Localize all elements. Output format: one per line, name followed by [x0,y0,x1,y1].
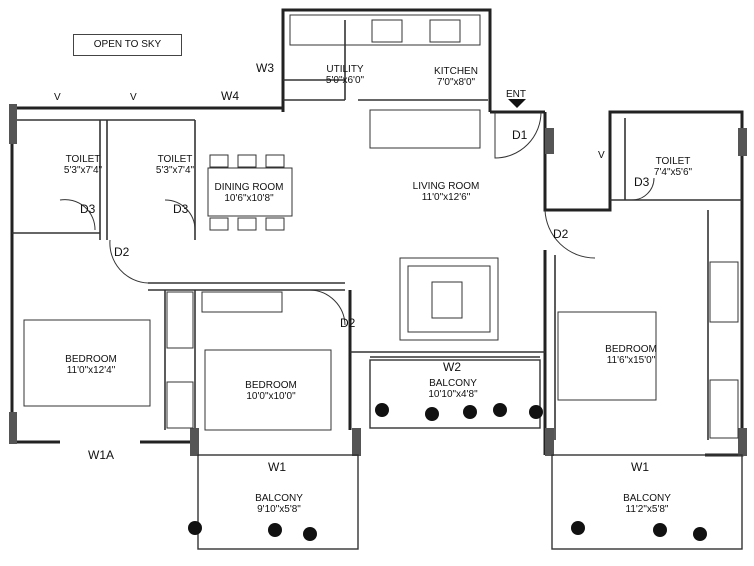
room-name: BALCONY [255,493,303,504]
label-balcony-left: BALCONY 9'10"x5'8" [250,493,308,515]
open-to-sky-label: OPEN TO SKY [73,34,182,56]
room-dimensions: 10'10"x4'8" [428,389,478,400]
label-bedroom-left: BEDROOM 11'0"x12'4" [60,354,122,376]
label-bedroom-right: BEDROOM 11'6"x15'0" [600,344,662,366]
room-name: BALCONY [429,378,477,389]
window-w1-right: W1 [631,460,649,474]
vent-v1: V [54,92,61,103]
vent-v3: V [598,150,605,161]
window-w2: W2 [443,360,461,374]
room-dimensions: 5'3"x7'4" [155,165,195,176]
door-swings [59,111,655,326]
label-living-room: LIVING ROOM 11'0"x12'6" [405,181,487,203]
label-balcony-middle: BALCONY 10'10"x4'8" [420,378,486,400]
room-name: LIVING ROOM [412,181,480,192]
door-d2-left: D2 [114,245,130,259]
window-w1-left: W1 [268,460,286,474]
wardrobes [166,261,739,439]
bed-outlines [23,311,657,431]
room-dimensions: 11'6"x15'0" [606,355,656,366]
label-kitchen: KITCHEN 7'0"x8'0" [428,66,484,88]
room-name: BEDROOM [245,380,297,391]
kitchen-counter [289,14,481,149]
interior-walls [12,20,742,452]
entrance-label: ENT [506,89,526,100]
room-dimensions: 5'3"x7'4" [63,165,103,176]
plant-pots [188,403,707,541]
room-name: TOILET [655,156,691,167]
room-name: TOILET [65,154,101,165]
label-utility: UTILITY 5'0"x6'0" [320,64,370,86]
room-dimensions: 7'4"x5'6" [653,167,693,178]
room-name: TOILET [157,154,193,165]
door-d3-right: D3 [634,175,650,189]
label-toilet-1: TOILET 5'3"x7'4" [58,154,108,176]
door-d2-middle: D2 [340,316,356,330]
room-dimensions: 10'0"x10'0" [246,391,296,402]
room-dimensions: 9'10"x5'8" [257,504,301,515]
room-dimensions: 5'0"x6'0" [325,75,365,86]
room-name: BALCONY [623,493,671,504]
entrance-arrow-icon [508,99,526,108]
label-dining-room: DINING ROOM 10'6"x10'8" [205,182,293,204]
dining-table [207,154,293,231]
door-d2-right: D2 [553,227,569,241]
wall-columns [9,104,747,456]
label-toilet-3: TOILET 7'4"x5'6" [648,156,698,178]
outer-walls [10,8,744,457]
label-bedroom-middle: BEDROOM 10'0"x10'0" [240,380,302,402]
room-dimensions: 11'2"x5'8" [625,504,669,515]
room-name: BEDROOM [605,344,657,355]
room-dimensions: 7'0"x8'0" [436,77,476,88]
room-dimensions: 11'0"x12'4" [66,365,116,376]
room-name: DINING ROOM [214,182,284,193]
window-w3: W3 [256,61,274,75]
window-w4: W4 [221,89,239,103]
living-room-rug [399,257,499,341]
room-dimensions: 11'0"x12'6" [421,192,471,203]
room-name: KITCHEN [434,66,478,77]
door-d3-middle: D3 [173,202,189,216]
window-w1a: W1A [88,448,115,462]
balconies [197,359,743,550]
room-name: UTILITY [326,64,364,75]
room-dimensions: 10'6"x10'8" [224,193,274,204]
door-d1: D1 [512,128,528,142]
vent-v2: V [130,92,137,103]
label-balcony-right: BALCONY 11'2"x5'8" [617,493,677,515]
label-toilet-2: TOILET 5'3"x7'4" [150,154,200,176]
door-d3-left: D3 [80,202,96,216]
room-name: BEDROOM [65,354,117,365]
